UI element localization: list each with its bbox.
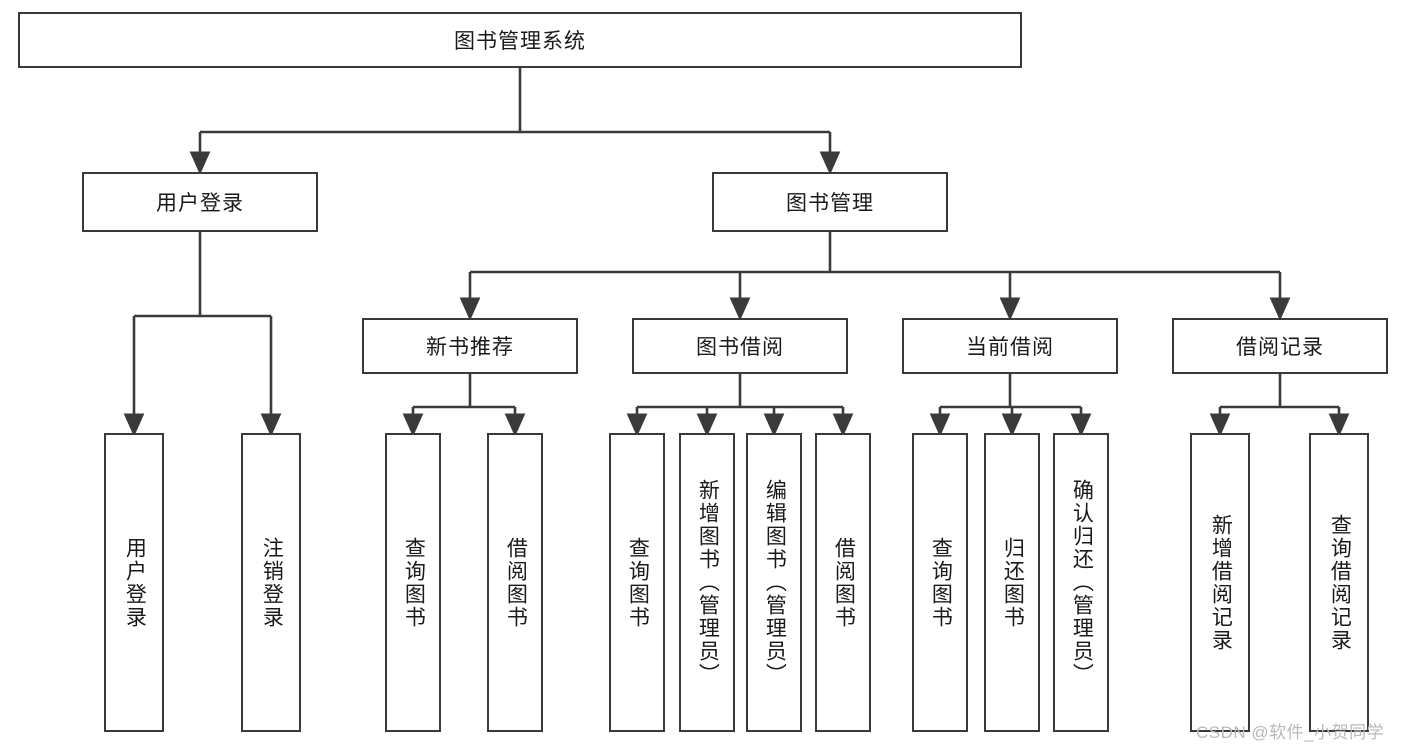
leaf-user-login-label: 用户登录 (123, 536, 147, 629)
leaf-borrow-book-label: 借阅图书 (832, 536, 856, 629)
leaf-query-book-current-label: 查询图书 (929, 536, 953, 629)
leaf-logout[interactable]: 注销登录 (241, 433, 301, 732)
leaf-borrow-book-newbook-label: 借阅图书 (504, 536, 528, 629)
leaf-edit-book-admin[interactable]: 编辑图书（管理员） (746, 433, 802, 732)
leaf-add-book-admin-label: 新增图书（管理员） (696, 479, 720, 686)
leaf-logout-label: 注销登录 (260, 536, 284, 629)
leaf-return-book-label: 归还图书 (1001, 536, 1025, 629)
node-current-borrow[interactable]: 当前借阅 (902, 318, 1118, 374)
leaf-confirm-return-admin[interactable]: 确认归还（管理员） (1053, 433, 1109, 732)
leaf-edit-book-admin-label: 编辑图书（管理员） (763, 479, 787, 686)
node-current-borrow-label: 当前借阅 (966, 336, 1054, 359)
leaf-user-login[interactable]: 用户登录 (104, 433, 164, 732)
csdn-watermark: CSDN @软件_小贺同学 (1196, 723, 1385, 742)
node-root[interactable]: 图书管理系统 (18, 12, 1022, 68)
leaf-return-book[interactable]: 归还图书 (984, 433, 1040, 732)
node-user-login[interactable]: 用户登录 (82, 172, 318, 232)
node-new-book-recommend[interactable]: 新书推荐 (362, 318, 578, 374)
leaf-query-book-newbook-label: 查询图书 (402, 536, 426, 629)
node-book-borrow-label: 图书借阅 (696, 336, 784, 359)
node-new-book-recommend-label: 新书推荐 (426, 336, 514, 359)
leaf-borrow-book[interactable]: 借阅图书 (815, 433, 871, 732)
node-book-management-label: 图书管理 (786, 192, 874, 215)
leaf-add-borrow-record[interactable]: 新增借阅记录 (1190, 433, 1250, 732)
leaf-add-borrow-record-label: 新增借阅记录 (1209, 513, 1233, 652)
leaf-confirm-return-admin-label: 确认归还（管理员） (1070, 479, 1094, 686)
node-book-borrow[interactable]: 图书借阅 (632, 318, 848, 374)
node-borrow-records[interactable]: 借阅记录 (1172, 318, 1388, 374)
node-book-management[interactable]: 图书管理 (712, 172, 948, 232)
leaf-query-book-borrow[interactable]: 查询图书 (609, 433, 665, 732)
leaf-query-book-borrow-label: 查询图书 (626, 536, 650, 629)
node-user-login-label: 用户登录 (156, 192, 244, 215)
leaf-query-borrow-record-label: 查询借阅记录 (1328, 513, 1352, 652)
node-borrow-records-label: 借阅记录 (1236, 336, 1324, 359)
leaf-query-book-current[interactable]: 查询图书 (912, 433, 968, 732)
leaf-query-book-newbook[interactable]: 查询图书 (385, 433, 441, 732)
node-root-label: 图书管理系统 (454, 30, 586, 53)
leaf-query-borrow-record[interactable]: 查询借阅记录 (1309, 433, 1369, 732)
leaf-borrow-book-newbook[interactable]: 借阅图书 (487, 433, 543, 732)
leaf-add-book-admin[interactable]: 新增图书（管理员） (679, 433, 735, 732)
